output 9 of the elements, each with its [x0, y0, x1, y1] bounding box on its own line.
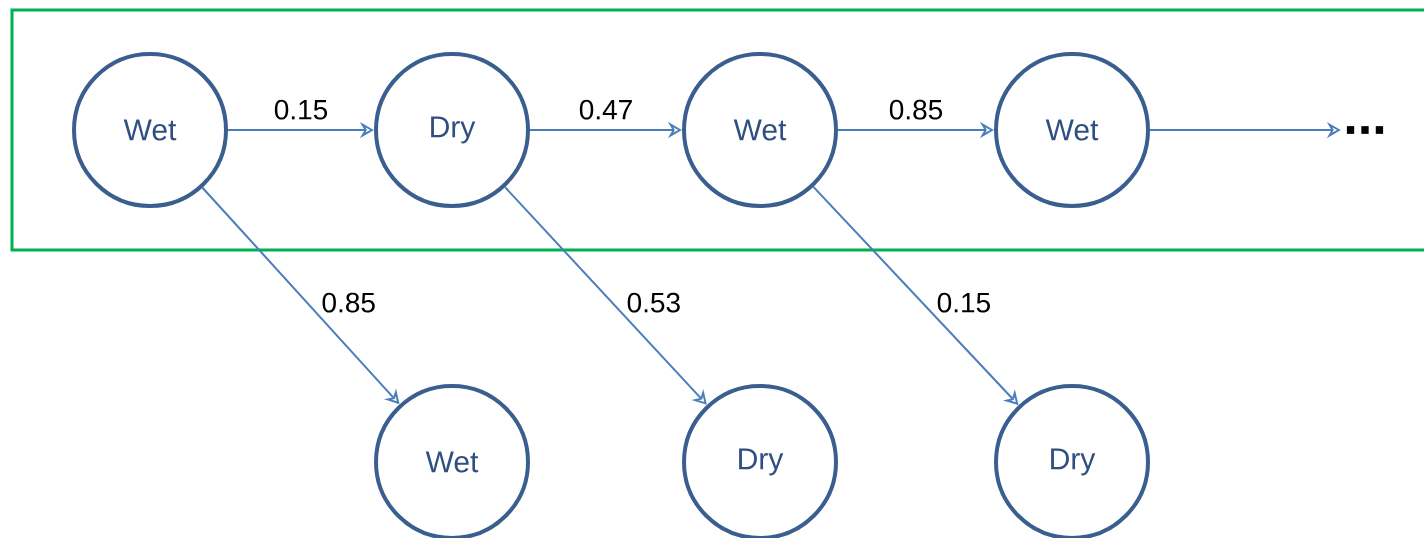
edge-label: 0.85 [889, 99, 943, 120]
edge-label: 0.47 [579, 99, 632, 120]
ellipsis-text: ... [1346, 126, 1384, 134]
edge-label: 0.15 [937, 292, 990, 313]
edge-label: 0.85 [322, 292, 375, 313]
edge-label: 0.15 [274, 99, 328, 120]
arrow [504, 186, 707, 405]
group-frame [10, 8, 1424, 252]
edge-label: 0.53 [627, 292, 680, 313]
